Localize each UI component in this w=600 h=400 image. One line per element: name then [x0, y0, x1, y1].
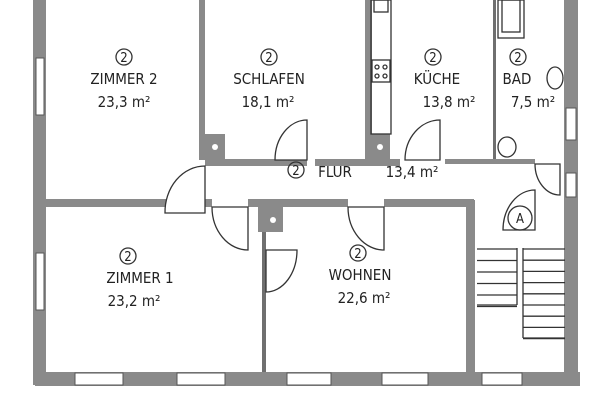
room-name: BAD — [503, 70, 532, 88]
svg-text:2: 2 — [292, 164, 299, 179]
room-area: 23,3 m² — [98, 93, 151, 111]
stair-marker: A — [507, 205, 533, 231]
room-area: 13,4 m² — [386, 163, 439, 181]
windows — [35, 57, 577, 386]
sink-icon — [546, 66, 564, 90]
room-area: 18,1 m² — [242, 93, 295, 111]
room-area: 13,8 m² — [423, 93, 476, 111]
room-zimmer1: 2 ZIMMER 1 23,2 m² — [106, 247, 174, 310]
svg-text:2: 2 — [265, 51, 272, 66]
bathtub-icon — [497, 0, 525, 39]
staircase — [477, 248, 565, 340]
room-zimmer2: 2 ZIMMER 2 23,3 m² — [90, 48, 158, 111]
room-bad: 2 BAD 7,5 m² — [503, 48, 555, 111]
svg-text:2: 2 — [429, 51, 436, 66]
svg-text:A: A — [516, 212, 524, 227]
room-name: ZIMMER 2 — [90, 70, 157, 88]
room-area: 22,6 m² — [338, 289, 391, 307]
toilet-icon — [497, 136, 517, 158]
doors — [164, 119, 561, 293]
room-name: ZIMMER 1 — [106, 269, 173, 287]
room-name: WOHNEN — [329, 266, 392, 284]
room-schlafen: 2 SCHLAFEN 18,1 m² — [233, 48, 305, 111]
room-name: SCHLAFEN — [233, 70, 305, 88]
stove-icon — [371, 59, 391, 83]
room-area: 7,5 m² — [511, 93, 555, 111]
fixtures — [370, 0, 564, 158]
svg-text:2: 2 — [514, 51, 521, 66]
room-area: 23,2 m² — [108, 292, 161, 310]
room-flur: 2 FLUR 13,4 m² — [287, 161, 439, 181]
chimneys — [199, 134, 390, 232]
svg-text:2: 2 — [120, 51, 127, 66]
room-name: FLUR — [318, 163, 352, 181]
svg-text:2: 2 — [124, 250, 131, 265]
room-kueche: 2 KÜCHE 13,8 m² — [414, 48, 476, 111]
room-name: KÜCHE — [414, 69, 460, 88]
svg-text:2: 2 — [354, 247, 361, 262]
walls — [33, 0, 580, 386]
room-wohnen: 2 WOHNEN 22,6 m² — [329, 244, 392, 307]
